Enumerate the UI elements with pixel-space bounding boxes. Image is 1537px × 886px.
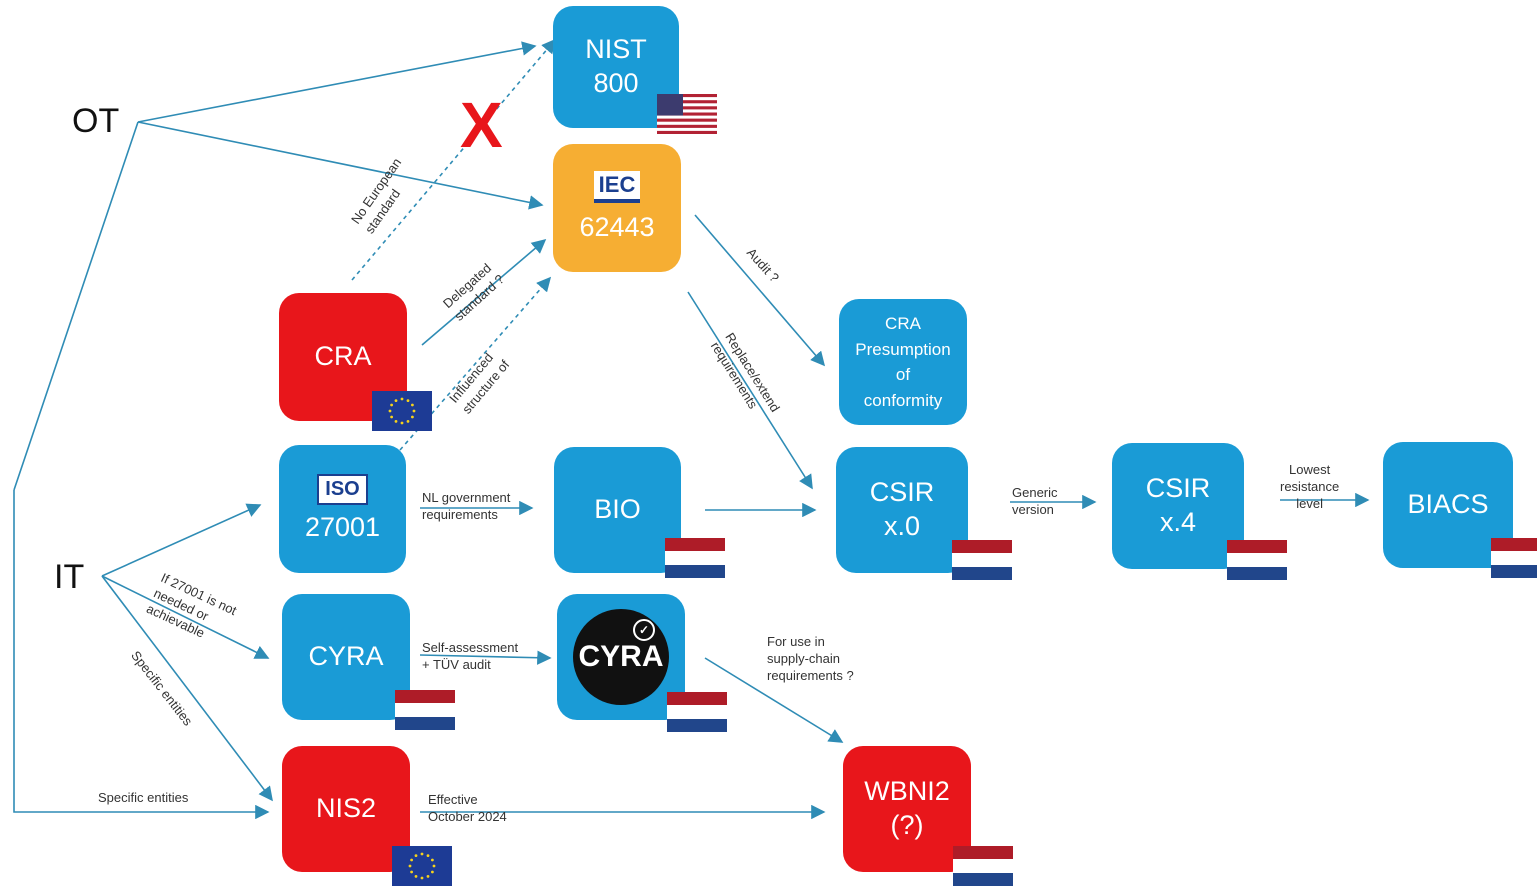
ot-label: OT [72, 102, 120, 140]
edge-label-generic: Generic version [1012, 485, 1058, 519]
arrow-ot-nist [137, 41, 537, 123]
edge-text: + TÜV audit [422, 656, 491, 672]
arrow-it-iso [101, 503, 262, 577]
node-wbni2: WBNI2 (?) [843, 746, 971, 872]
node-cra-presumption: CRA Presumption of conformity [839, 299, 967, 425]
nl-flag-icon [667, 692, 727, 732]
edge-text: level [1296, 495, 1323, 511]
node-nist-line1: NIST [585, 34, 647, 65]
edge-text: Specific entities [98, 790, 189, 805]
nl-flag-icon [1491, 538, 1537, 578]
edge-text: resistance [1280, 478, 1340, 494]
edge-text: Lowest [1289, 462, 1331, 477]
presumption-line1: CRA [885, 314, 921, 333]
edge-text: Self-assessment [422, 640, 519, 655]
edge-text: version [1012, 501, 1054, 517]
node-cra-line1: CRA [314, 341, 372, 372]
edge-text: requirements [422, 506, 498, 522]
it-label: IT [54, 558, 85, 596]
arrow-cert-wbni2 [704, 657, 844, 743]
nl-flag-icon [395, 690, 455, 730]
node-cyra: CYRA [282, 594, 410, 720]
node-nis2-line1: NIS2 [315, 793, 377, 824]
cross-icon: X [460, 89, 503, 161]
presumption-line4: conformity [863, 390, 943, 410]
edge-text: NL government [422, 490, 511, 505]
edge-text: supply-chain [767, 650, 840, 666]
cyra-logo-text: CYRA [578, 640, 664, 674]
edge-text: October 2024 [428, 808, 507, 824]
node-nis2: NIS2 [282, 746, 410, 872]
edge-label-lowest: Lowest resistance level [1280, 462, 1339, 513]
node-csir-x0: CSIR x.0 [836, 447, 968, 573]
edge-text: Effective [428, 792, 478, 807]
node-iec-62443: IEC 62443 [553, 144, 681, 272]
arrow-left-nis2 [13, 490, 270, 820]
node-iso-line1: 27001 [304, 511, 381, 542]
check-icon: ✓ [633, 619, 655, 641]
nl-flag-icon [1227, 540, 1287, 580]
csir-x4-line1: CSIR [1145, 473, 1211, 504]
wbni2-line1: WBNI2 [864, 776, 950, 807]
edge-text: requirements ? [767, 667, 854, 683]
edge-label-specific-bottom: Specific entities [98, 790, 188, 807]
node-bio-line1: BIO [594, 494, 641, 525]
eu-flag-icon [372, 391, 432, 431]
edge-label-effective: Effective October 2024 [428, 792, 507, 826]
node-cyra-line1: CYRA [308, 641, 384, 672]
iso-logo: ISO [317, 473, 368, 505]
arrow-cyra-cert [419, 650, 552, 665]
edge-label-nl-government: NL government requirements [422, 490, 510, 524]
line-ot-down [13, 121, 139, 491]
arrow-iec-presumption [694, 214, 826, 367]
node-nist-line2: 800 [593, 68, 639, 98]
csir-x0-line2: x.0 [883, 511, 921, 541]
nl-flag-icon [665, 538, 725, 578]
edge-label-self-assessment: Self-assessment + TÜV audit [422, 640, 518, 674]
iec-logo: IEC [593, 171, 641, 203]
edge-label-supply-chain: For use in supply-chain requirements ? [767, 634, 854, 685]
node-csir-x4: CSIR x.4 [1112, 443, 1244, 569]
biacs-line1: BIACS [1407, 489, 1489, 520]
nl-flag-icon [952, 540, 1012, 580]
node-cyra-certificate: CYRA ✓ [557, 594, 685, 720]
arrow-cra-iec [421, 238, 547, 346]
arrow-iec-csir [687, 291, 813, 490]
edge-text: For use in [767, 634, 825, 649]
arrow-it-nis2 [101, 575, 273, 802]
nl-flag-icon [953, 846, 1013, 886]
edge-text: Generic [1012, 485, 1058, 500]
arrow-it-cyra [101, 575, 270, 659]
presumption-line2: Presumption [855, 339, 951, 359]
presumption-line3: of [895, 365, 911, 384]
arrow-ot-iec [137, 121, 544, 210]
node-iso-27001: ISO 27001 [279, 445, 406, 573]
wbni2-line2: (?) [890, 810, 924, 840]
csir-x4-line2: x.4 [1159, 507, 1197, 537]
us-flag-icon [657, 94, 717, 134]
node-iec-line1: 62443 [579, 211, 655, 242]
cyra-logo: CYRA ✓ [573, 609, 669, 705]
eu-flag-icon [392, 846, 452, 886]
arrow-iso-iec [399, 276, 552, 451]
csir-x0-line1: CSIR [869, 477, 935, 508]
node-bio: BIO [554, 447, 681, 573]
